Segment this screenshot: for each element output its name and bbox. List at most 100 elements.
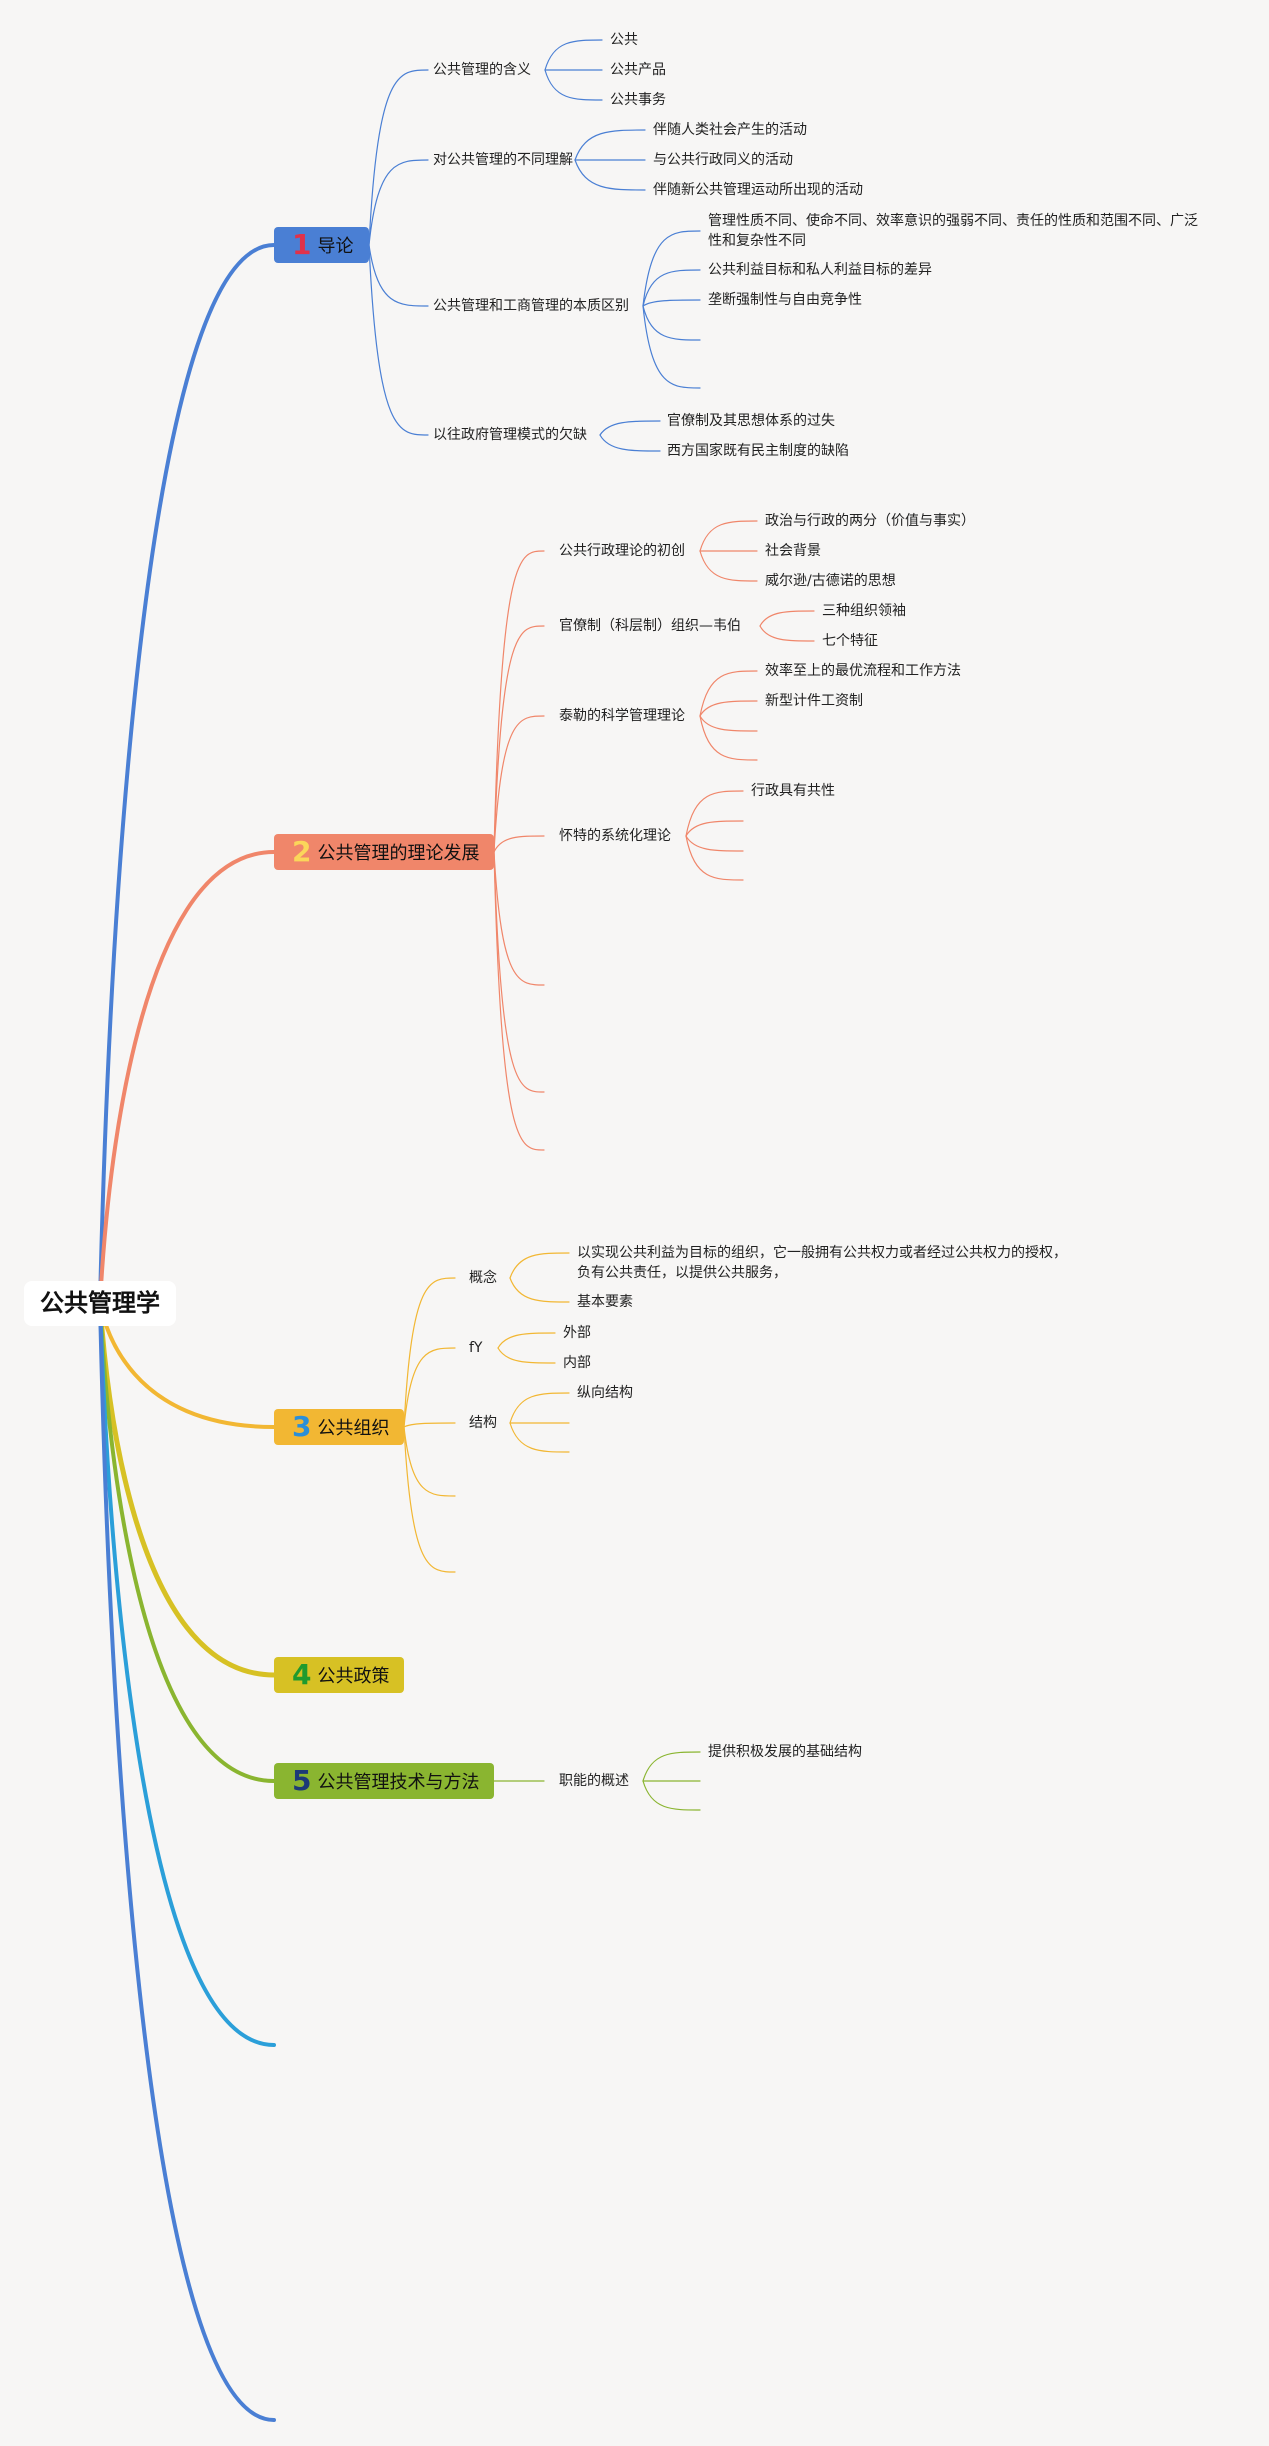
main-branch (98, 1301, 276, 2422)
connector (599, 420, 661, 436)
connector (403, 1426, 456, 1497)
leaf[interactable]: 提供积极发展的基础结构 (708, 1744, 862, 1760)
connector (497, 1332, 556, 1349)
leaf[interactable]: 公共产品 (610, 62, 666, 78)
leaf[interactable]: 公共事务 (610, 92, 666, 108)
connector (685, 835, 744, 852)
connector (544, 69, 603, 101)
topic-label: 公共政策 (317, 1666, 390, 1687)
connector (685, 835, 744, 881)
subtopic[interactable]: 泰勒的科学管理理论 (559, 708, 685, 724)
connector (642, 1780, 701, 1811)
leaf[interactable]: 外部 (563, 1325, 591, 1341)
connector (493, 835, 545, 853)
connector (493, 851, 545, 986)
connector (574, 129, 646, 161)
connector (699, 715, 758, 732)
main-branch (98, 243, 276, 1305)
main-branch (98, 1301, 276, 1783)
leaf[interactable]: 基本要素 (577, 1294, 633, 1310)
leaf[interactable]: 管理性质不同、使命不同、效率意识的强弱不同、责任的性质和范围不同、广泛性和复杂性… (708, 213, 1198, 249)
connector (699, 550, 758, 582)
connector (642, 269, 701, 307)
leaf[interactable]: 三种组织领袖 (822, 603, 906, 619)
connector (699, 715, 758, 761)
root-topic[interactable]: 公共管理学 (24, 1281, 176, 1326)
connector (642, 1751, 701, 1782)
topic-number: 2 (292, 835, 312, 868)
subtopic[interactable]: 公共管理的含义 (433, 62, 531, 78)
topic-label: 公共管理技术与方法 (317, 1772, 480, 1793)
leaf[interactable]: 伴随新公共管理运动所出现的活动 (653, 182, 863, 198)
topic-label: 导论 (317, 236, 354, 257)
leaf[interactable]: 效率至上的最优流程和工作方法 (765, 663, 961, 679)
leaf[interactable]: 新型计件工资制 (765, 693, 863, 709)
connector (599, 434, 661, 452)
connector (403, 1426, 456, 1573)
connector (685, 820, 744, 837)
connector (493, 625, 545, 853)
connector (368, 244, 429, 307)
leaf[interactable]: 行政具有共性 (751, 783, 835, 799)
connector (699, 670, 758, 717)
connector (497, 1347, 556, 1364)
connector (685, 790, 744, 837)
connector (493, 715, 545, 853)
subtopic[interactable]: 以往政府管理模式的欠缺 (433, 427, 587, 443)
connector (509, 1392, 570, 1424)
connector (493, 851, 545, 1093)
connector (493, 550, 545, 853)
connector (642, 299, 701, 307)
leaf[interactable]: 与公共行政同义的活动 (653, 152, 793, 168)
connector (509, 1422, 570, 1453)
leaf[interactable]: 社会背景 (765, 543, 821, 559)
leaf[interactable]: 七个特征 (822, 633, 878, 649)
subtopic[interactable]: 怀特的系统化理论 (559, 828, 671, 844)
main-branch (97, 1300, 277, 1678)
connector (509, 1277, 570, 1303)
subtopic[interactable]: 职能的概述 (559, 1773, 629, 1789)
leaf[interactable]: 政治与行政的两分（价值与事实） (765, 513, 975, 529)
connector (642, 230, 701, 307)
connector (759, 610, 815, 627)
connector (368, 244, 429, 436)
connector (544, 39, 603, 71)
leaf[interactable]: 威尔逊/古德诺的思想 (765, 573, 896, 589)
topic-number: 5 (292, 1764, 312, 1797)
connector (759, 625, 815, 642)
connector (403, 1277, 456, 1428)
subtopic[interactable]: 概念 (469, 1270, 497, 1286)
connector (642, 305, 701, 341)
connector (699, 700, 758, 717)
leaf[interactable]: 公共 (610, 32, 638, 48)
topic-number: 1 (292, 228, 312, 261)
main-branch (98, 850, 276, 1305)
subtopic[interactable]: fY (469, 1340, 483, 1356)
subtopic[interactable]: 结构 (469, 1415, 497, 1431)
subtopic[interactable]: 官僚制（科层制）组织—韦伯 (559, 618, 741, 634)
subtopic[interactable]: 公共管理和工商管理的本质区别 (433, 298, 629, 314)
subtopic[interactable]: 对公共管理的不同理解 (433, 152, 573, 168)
leaf[interactable]: 伴随人类社会产生的活动 (653, 122, 807, 138)
topic-number: 4 (292, 1658, 312, 1691)
connector (699, 520, 758, 552)
subtopic[interactable]: 公共行政理论的初创 (559, 543, 685, 559)
connector (368, 69, 429, 246)
connector (403, 1422, 456, 1428)
connector (493, 851, 545, 1151)
leaf[interactable]: 内部 (563, 1355, 591, 1371)
leaf[interactable]: 纵向结构 (577, 1385, 633, 1401)
leaf[interactable]: 垄断强制性与自由竞争性 (708, 292, 862, 308)
connector (403, 1347, 456, 1428)
leaf[interactable]: 官僚制及其思想体系的过失 (667, 413, 835, 429)
leaf[interactable]: 西方国家既有民主制度的缺陷 (667, 443, 849, 459)
topic-label: 公共组织 (317, 1418, 390, 1439)
leaf[interactable]: 公共利益目标和私人利益目标的差异 (708, 262, 932, 278)
leaf[interactable]: 以实现公共利益为目标的组织，它一般拥有公共权力或者经过公共权力的授权，负有公共责… (577, 1245, 1067, 1281)
